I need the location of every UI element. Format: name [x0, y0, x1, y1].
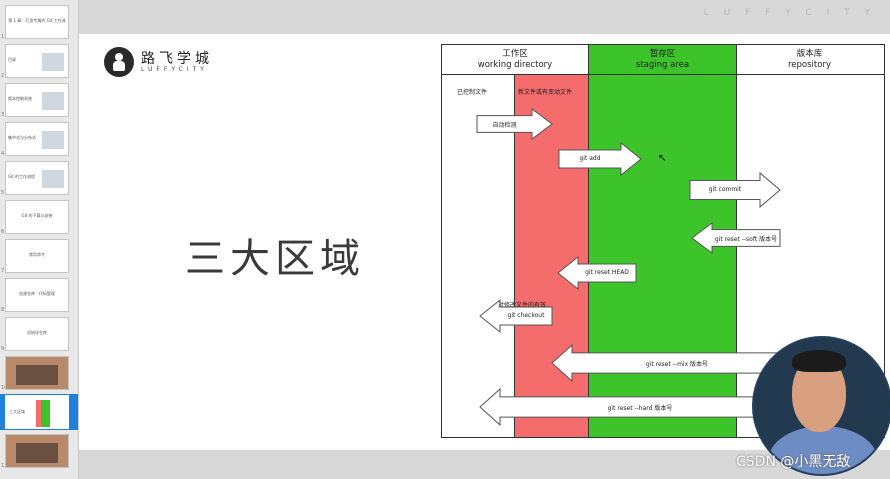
thumb-text: 创建仓库 · 代码管理 — [19, 291, 55, 296]
slide-thumbnail-preview: 初始化仓库 — [5, 317, 69, 351]
arrow-label: git reset --hard 版本号 — [607, 405, 673, 412]
arrow-label: git add — [579, 155, 601, 162]
slide-number: 7 — [1, 268, 5, 274]
slide-thumbnail[interactable]: 9 初始化仓库 — [0, 316, 78, 352]
arrow-right: 自动检测 — [476, 108, 553, 140]
slide-thumbnail[interactable]: 11 三大区域 — [0, 394, 78, 430]
slide-thumbnail-preview: 第 1 章：打造专属的 Git 工作流 — [5, 5, 69, 39]
label-new-files: 新文件或有变动文件 — [518, 89, 573, 96]
arrow-left: git checkout — [479, 298, 553, 334]
column-working-directory: 工作区 working directory — [442, 45, 588, 437]
thumb-text: 版本控制系统 — [8, 96, 32, 101]
slide-thumbnail-preview: Git 的工作流程 — [5, 161, 69, 195]
slide-thumbnail[interactable]: 1 第 1 章：打造专属的 Git 工作流 — [0, 4, 78, 40]
arrow-shape — [558, 141, 642, 177]
webcam-overlay — [752, 336, 890, 476]
arrow-right: git commit — [689, 171, 781, 209]
thumb-text: 集中式与分布式 — [8, 135, 36, 140]
slide-number: 6 — [1, 229, 5, 235]
arrow-right: git add — [558, 141, 642, 177]
thumb-text: 常用命令 — [29, 252, 45, 257]
column-header-repository: 版本库 repository — [735, 45, 884, 75]
slide-thumbnail[interactable]: 5 Git 的工作流程 — [0, 160, 78, 196]
arrow-left: git reset --hard 版本号 — [479, 387, 781, 427]
thumb-text: 第 1 章：打造专属的 Git 工作流 — [8, 18, 66, 23]
slide-number: 2 — [1, 73, 5, 79]
slide-number: 3 — [1, 112, 5, 118]
thumb-text: 三大区域 — [9, 409, 25, 414]
slide-thumbnail[interactable]: 10 — [0, 355, 78, 391]
arrow-label: git reset --mix 版本号 — [645, 361, 709, 368]
current-slide[interactable]: 路飞学城 LUFFYCITY 三大区域 工作区 working director… — [79, 34, 890, 450]
column-title-cn: 版本库 — [796, 49, 823, 59]
thumb-text: 初始化仓库 — [27, 330, 47, 335]
slide-editor-area: L U F F Y C I T Y 路飞学城 LUFFYCITY 三大区域 工作… — [79, 0, 890, 479]
slide-thumbnail-preview — [5, 434, 69, 468]
slide-thumbnail[interactable]: 6 Git 的下载与安装 — [0, 199, 78, 235]
arrow-label: git checkout — [507, 312, 545, 319]
column-header-working: 工作区 working directory — [442, 45, 588, 75]
slide-thumbnail-preview: 版本控制系统 — [5, 83, 69, 117]
slide-thumbnail[interactable]: 8 创建仓库 · 代码管理 — [0, 277, 78, 313]
arrow-shape — [557, 255, 637, 291]
luffycity-logo-icon — [104, 47, 134, 77]
slide-thumbnail-preview: 集中式与分布式 — [5, 122, 69, 156]
csdn-watermark: CSDN @小黑无敌 — [736, 454, 851, 470]
column-repository: 版本库 repository — [735, 45, 884, 437]
slide-thumbnail[interactable]: 4 集中式与分布式 — [0, 121, 78, 157]
slide-number: 5 — [1, 190, 5, 196]
column-header-staging: 暂存区 staging area — [589, 45, 736, 75]
thumb-text: Git 的下载与安装 — [21, 213, 53, 218]
git-areas-diagram: 工作区 working directory 暂存区 staging area 版… — [441, 44, 885, 438]
thumb-text: Git 的工作流程 — [8, 174, 36, 179]
slide-number: 1 — [1, 34, 5, 40]
slide-number: 9 — [1, 346, 5, 352]
arrow-shape — [479, 298, 553, 334]
slide-thumbnail-preview: 常用命令 — [5, 239, 69, 273]
arrow-shape — [689, 171, 781, 209]
slide-thumbnail[interactable]: 3 版本控制系统 — [0, 82, 78, 118]
column-title-en: repository — [788, 60, 831, 70]
logo-subtitle: LUFFYCITY — [141, 66, 208, 73]
slide-thumbnail-preview: Git 的下载与安装 — [5, 200, 69, 234]
arrow-label: git reset --soft 版本号 — [714, 236, 778, 243]
arrow-label: git reset HEAD — [585, 269, 629, 276]
arrow-shape — [479, 387, 781, 427]
slide-thumbnail-preview — [5, 356, 69, 390]
arrow-label: git commit — [708, 186, 742, 193]
arrow-left: git reset --soft 版本号 — [691, 222, 781, 254]
checkout-note: 对修改文件的有效 — [498, 302, 547, 309]
slide-number: 12 — [1, 463, 7, 469]
slide-thumbnail-preview: 创建仓库 · 代码管理 — [5, 278, 69, 312]
brand-watermark: L U F F Y C I T Y — [703, 8, 876, 18]
column-title-cn: 暂存区 — [649, 49, 676, 59]
slide-number: 4 — [1, 151, 5, 157]
slide-thumbnail[interactable]: 7 常用命令 — [0, 238, 78, 274]
mouse-cursor-icon: ↖ — [658, 153, 667, 164]
slide-number: 10 — [1, 385, 7, 391]
arrow-shape — [691, 222, 781, 254]
column-title-cn: 工作区 — [502, 49, 528, 59]
slide-thumbnail[interactable]: 2 目录 — [0, 43, 78, 79]
label-tracked-files: 已控制文件 — [457, 89, 488, 96]
slide-thumbnail-preview: 三大区域 — [5, 395, 69, 429]
arrow-left: git reset --mix 版本号 — [551, 343, 783, 383]
arrow-label: 自动检测 — [492, 122, 517, 129]
slide-thumbnail-preview: 目录 — [5, 44, 69, 78]
slide-title: 三大区域 — [185, 236, 365, 282]
slide-number: 8 — [1, 307, 5, 313]
column-title-en: staging area — [635, 60, 690, 70]
arrow-shape — [551, 343, 783, 383]
slide-number: 11 — [1, 424, 7, 430]
thumb-text: 目录 — [8, 57, 16, 62]
arrow-left: git reset HEAD — [557, 255, 637, 291]
slide-thumbnail[interactable]: 12 — [0, 433, 78, 469]
column-title-en: working directory — [477, 60, 553, 70]
changed-files-band — [514, 75, 589, 437]
arrow-shape — [476, 108, 553, 140]
logo-title: 路飞学城 — [141, 51, 213, 67]
